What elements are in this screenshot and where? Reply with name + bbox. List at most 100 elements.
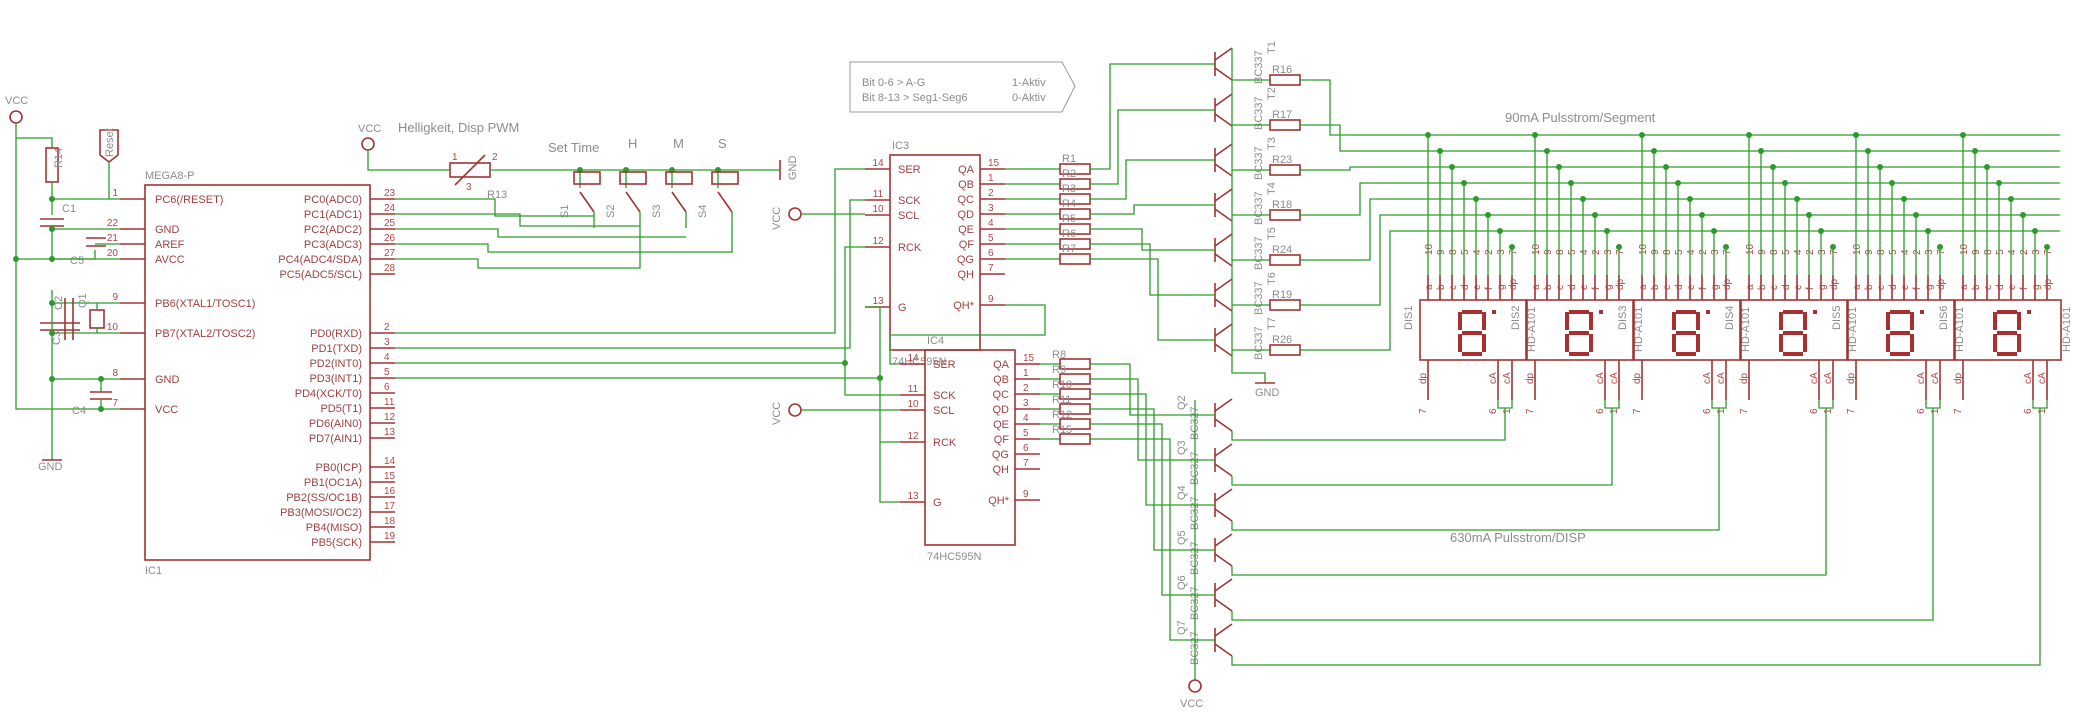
digit-segment (1589, 312, 1593, 330)
display-pin-num: 4 (2007, 249, 2018, 255)
display-pin-name: cA (1809, 372, 1820, 384)
display-pin-name: dp (1722, 278, 1733, 290)
pd2-sck2 (395, 362, 900, 396)
switch-label: S4 (697, 205, 709, 218)
transistor-lead (1214, 598, 1233, 612)
sr-pin-num: 1 (988, 173, 994, 184)
transistor-lead (1214, 578, 1233, 592)
junction-dot (49, 226, 55, 232)
transistor-lead (1214, 233, 1233, 247)
decimal-point (1813, 310, 1817, 314)
display-pin-num: 1 (1716, 408, 1727, 414)
display-pin-name: a (1852, 284, 1863, 290)
digit-segment (1890, 310, 1910, 314)
sr-pin-num: 15 (988, 158, 1000, 169)
display-pin-num: 5 (1460, 249, 1471, 255)
display-pin-name: c (1876, 285, 1887, 290)
mcu-pin-num: 9 (112, 292, 118, 303)
digit-segment (1997, 331, 2017, 335)
rck-wire (844, 246, 865, 363)
transistor-type: BC337 (1253, 96, 1265, 130)
digit-segment (1783, 352, 1803, 356)
transistor-lead (1214, 463, 1233, 477)
sr-pin-name: QF (994, 434, 1010, 446)
display-pin-name: e (1472, 284, 1483, 290)
digit-segment (1890, 352, 1910, 356)
junction-dot (1937, 244, 1943, 250)
display-pin-num: 7 (1846, 408, 1857, 414)
display-pin-name: d (1781, 284, 1792, 290)
sr-pin-name: QD (993, 404, 1010, 416)
display-pin-num: 6 (2023, 408, 2034, 414)
display-pin-name: cA (1702, 372, 1713, 384)
display-pin-name: g (1603, 284, 1614, 290)
display-body (1740, 299, 1848, 361)
sr-pin-num: 1 (1023, 368, 1029, 379)
pc1-wire (395, 213, 640, 227)
transistor-name: T5 (1266, 227, 1278, 240)
display-pin-num: 6 (1916, 408, 1927, 414)
vcc-symbol (788, 403, 802, 417)
display-pin-num: 9 (1436, 249, 1447, 255)
display-pin-num: 7 (1936, 249, 1947, 255)
display-pin-name: dp (1936, 278, 1947, 290)
display-pin-name: c (1662, 285, 1673, 290)
sr-pin-num: 3 (1023, 398, 1029, 409)
display-pin-num: 5 (1567, 249, 1578, 255)
reset-flag-label: Reset (104, 128, 116, 157)
mcu-pin-name: GND (155, 224, 180, 236)
sr-pin-num: 4 (1023, 413, 1029, 424)
digit-segment (2017, 312, 2021, 330)
mcu-pin-num: 17 (384, 501, 396, 512)
transistor-lead (1214, 443, 1233, 457)
display-type: HD-A101 (1633, 307, 1645, 352)
display-pin-num: 9 (1650, 249, 1661, 255)
transistor-type: BC337 (1253, 326, 1265, 360)
transistor-lead (1214, 47, 1233, 61)
display-pin-name: e (1900, 284, 1911, 290)
display-pin-name: g (1924, 284, 1935, 290)
mcu-pin-name: PB3(MOSI/OC2) (280, 507, 362, 519)
display-pin-num: 4 (1900, 249, 1911, 255)
display-pin-num: 2 (1912, 249, 1923, 255)
display-pin-name: b (1436, 284, 1447, 290)
segment-line (1300, 182, 2060, 216)
sr-pin-name: G (898, 302, 907, 314)
series-resistor-label: R12 (1052, 409, 1072, 421)
display-pin-name: b (1757, 284, 1768, 290)
display-pin-name: dp (1846, 372, 1857, 384)
sr-pin-name: QG (957, 254, 974, 266)
digit-segment (1569, 310, 1589, 314)
segment-current-label: 90mA Pulsstrom/Segment (1505, 110, 1656, 125)
digit-drive (1231, 408, 1827, 576)
digit-segment (1482, 334, 1486, 352)
digit-segment (1997, 352, 2017, 356)
display-pin-name: g (1817, 284, 1828, 290)
transistor-lead (1214, 323, 1233, 337)
junction-dot (1509, 244, 1515, 250)
display-pin-num: 7 (1615, 249, 1626, 255)
display-pin-num: 5 (1995, 249, 2006, 255)
digit-segment (1696, 334, 1700, 352)
junction-dot (1723, 244, 1729, 250)
transistor-name: Q5 (1176, 530, 1188, 545)
decimal-point (1492, 310, 1496, 314)
display-pin-name: cA (1488, 372, 1499, 384)
transistor-lead (1214, 643, 1233, 657)
note-active2: 0-Aktiv (1012, 92, 1046, 104)
display-pin-name: b (1650, 284, 1661, 290)
mcu-pin-name: PB0(ICP) (316, 462, 362, 474)
sr-pin-num: 2 (1023, 383, 1029, 394)
settime-label: Set Time (548, 140, 599, 155)
display-pin-name: dp (1508, 278, 1519, 290)
display-pin-name: dp (1615, 278, 1626, 290)
transistor-name: Q4 (1176, 485, 1188, 500)
gnd-label-top: GND (787, 156, 799, 181)
digit-segment (1997, 310, 2017, 314)
sr-pin-name: QG (992, 449, 1009, 461)
digit-segment (1676, 310, 1696, 314)
r14-label: R14 (53, 148, 65, 168)
mcu-pin-name: PC1(ADC1) (304, 209, 362, 221)
mcu-pin-num: 18 (384, 516, 396, 527)
mcu-pin-name: PB4(MISO) (306, 522, 362, 534)
